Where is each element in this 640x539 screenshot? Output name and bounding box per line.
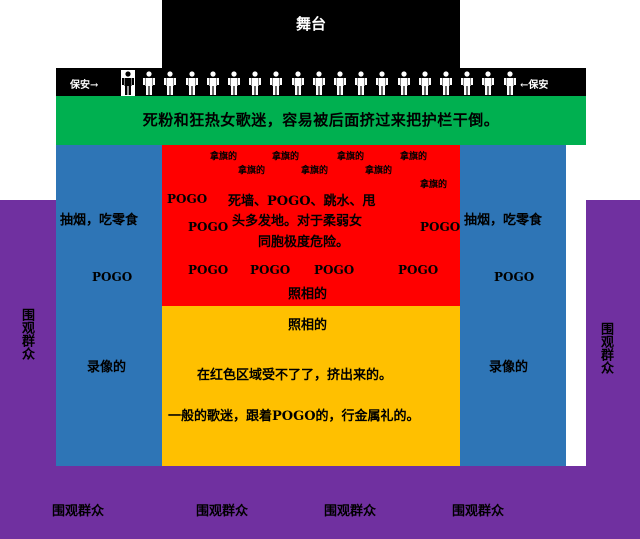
security-label-right: ←保安 bbox=[520, 80, 549, 91]
yellow-zone bbox=[162, 306, 460, 466]
right-smoke-snack-label: 抽烟，吃零食 bbox=[464, 213, 543, 228]
security-guard-icon bbox=[142, 70, 156, 96]
flag-label: 拿旗的 bbox=[301, 166, 329, 176]
crowd-label-bottom: 围观群众 bbox=[324, 504, 377, 519]
yellow-general-text: 一般的歌迷，跟着POGO的，行金属礼的。 bbox=[168, 409, 420, 424]
security-guard-icon bbox=[354, 70, 368, 96]
red-photo-label: 照相的 bbox=[288, 287, 328, 302]
security-guard-icon bbox=[227, 70, 241, 96]
security-guard-icon bbox=[397, 70, 411, 96]
security-guard-icon bbox=[481, 70, 495, 96]
security-guard-icon bbox=[439, 70, 453, 96]
flag-label: 拿旗的 bbox=[365, 166, 393, 176]
red-pogo-label: POGO bbox=[188, 263, 229, 277]
front-row-text: 死粉和狂热女歌迷，容易被后面挤过来把护栏干倒。 bbox=[142, 111, 500, 129]
right-pogo-label: POGO bbox=[494, 270, 535, 284]
security-guard-icon bbox=[503, 70, 517, 96]
left-pogo-label: POGO bbox=[92, 270, 133, 284]
security-guard-icon bbox=[163, 70, 177, 96]
flag-label: 拿旗的 bbox=[420, 180, 448, 190]
security-guard-icon bbox=[460, 70, 474, 96]
red-description-line2: 头多发地。对于柔弱女 bbox=[232, 214, 363, 229]
red-pogo-label: POGO bbox=[250, 263, 291, 277]
security-guard-icon bbox=[121, 70, 135, 96]
side-zone-left bbox=[56, 145, 162, 466]
stage-label: 舞台 bbox=[295, 15, 326, 33]
flag-label: 拿旗的 bbox=[272, 152, 300, 162]
red-description-line1: 死墙、POGO、跳水、甩 bbox=[228, 194, 376, 209]
flag-label: 拿旗的 bbox=[210, 152, 238, 162]
yellow-escaped-text: 在红色区域受不了了，挤出来的。 bbox=[197, 368, 393, 383]
crowd-label-left: 围观群众 bbox=[19, 308, 34, 360]
red-zone bbox=[162, 145, 460, 306]
red-pogo-label: POGO bbox=[314, 263, 355, 277]
flag-label: 拿旗的 bbox=[337, 152, 365, 162]
right-recording-label: 录像的 bbox=[489, 360, 529, 375]
security-guard-icon bbox=[185, 70, 199, 96]
red-pogo-label: POGO bbox=[420, 220, 461, 234]
red-description-line3: 同胞极度危险。 bbox=[258, 235, 350, 250]
red-pogo-label: POGO bbox=[398, 263, 439, 277]
left-recording-label: 录像的 bbox=[87, 360, 127, 375]
crowd-label-bottom: 围观群众 bbox=[452, 504, 505, 519]
stage: 舞台 bbox=[162, 0, 460, 68]
security-guard-icon bbox=[375, 70, 389, 96]
red-pogo-label: POGO bbox=[188, 220, 229, 234]
security-guard-icon bbox=[418, 70, 432, 96]
security-guard-icon bbox=[248, 70, 262, 96]
crowd-label-right: 围观群众 bbox=[598, 322, 613, 374]
crowd-zone-bottom bbox=[0, 466, 640, 539]
side-zone-right bbox=[460, 145, 566, 466]
flag-label: 拿旗的 bbox=[400, 152, 428, 162]
security-guard-icon bbox=[312, 70, 326, 96]
red-pogo-label: POGO bbox=[167, 192, 208, 206]
security-guard-icon bbox=[269, 70, 283, 96]
crowd-label-bottom: 围观群众 bbox=[196, 504, 249, 519]
left-smoke-snack-label: 抽烟，吃零食 bbox=[60, 213, 139, 228]
flag-label: 拿旗的 bbox=[238, 166, 266, 176]
crowd-label-bottom: 围观群众 bbox=[52, 504, 105, 519]
security-guard-icon bbox=[206, 70, 220, 96]
front-row-zone: 死粉和狂热女歌迷，容易被后面挤过来把护栏干倒。 bbox=[56, 96, 586, 145]
security-label-left: 保安→ bbox=[70, 80, 99, 91]
yellow-photo-label: 照相的 bbox=[288, 318, 328, 333]
security-guard-icon bbox=[291, 70, 305, 96]
security-guard-icon bbox=[333, 70, 347, 96]
